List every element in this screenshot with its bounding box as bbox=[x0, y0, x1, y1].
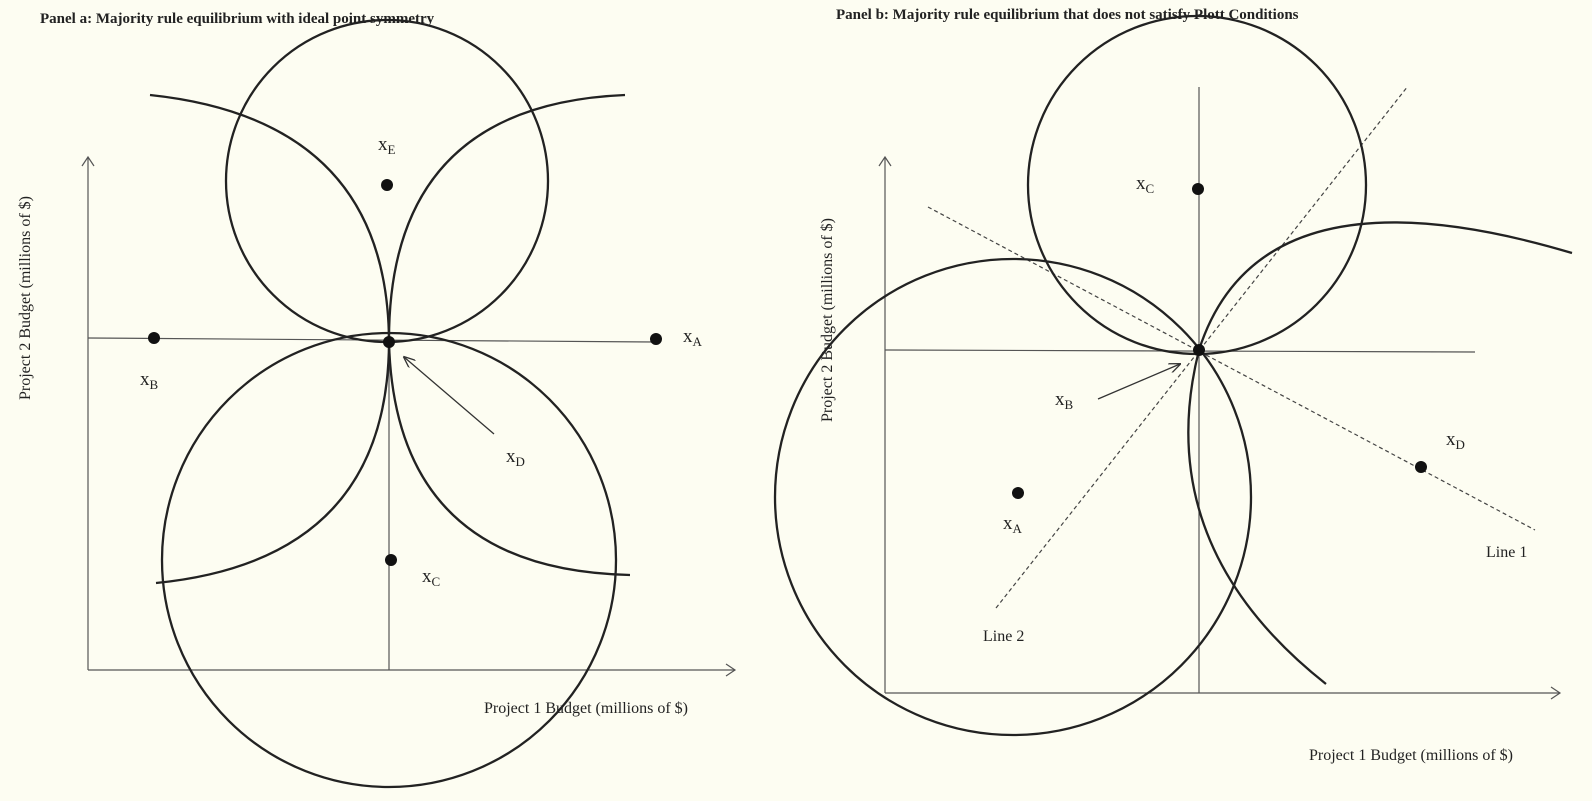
panel-b: Panel b: Majority rule equilibrium that … bbox=[773, 7, 1573, 764]
panel-a-y-axis-label: Project 2 Budget (millions of $) bbox=[17, 196, 34, 400]
panel-b-y-axis-arrow bbox=[878, 155, 892, 167]
panel-b-point-c bbox=[1192, 183, 1204, 195]
panel-b-title: Panel b: Majority rule equilibrium that … bbox=[836, 7, 1299, 23]
panel-a-title: Panel a: Majority rule equilibrium with … bbox=[40, 11, 435, 27]
panel-b-line-1-label: Line 1 bbox=[1486, 544, 1527, 561]
panel-a-point-e bbox=[381, 179, 393, 191]
panel-a-point-c bbox=[385, 554, 397, 566]
panel-b-x-axis-label: Project 1 Budget (millions of $) bbox=[1309, 747, 1513, 764]
panel-a-point-a bbox=[650, 333, 662, 345]
panel-a-x-axis-arrow bbox=[725, 663, 737, 677]
panel-b-label-a: xA bbox=[1003, 513, 1023, 536]
panel-b-x-axis-arrow bbox=[1550, 686, 1562, 700]
panel-b-label-d: xD bbox=[1446, 429, 1465, 452]
panel-b-y-axis-label: Project 2 Budget (millions of $) bbox=[819, 218, 836, 422]
panel-a-label-b: xB bbox=[140, 369, 159, 392]
panel-a-label-a: xA bbox=[683, 326, 703, 349]
panel-b-point-d bbox=[1415, 461, 1427, 473]
panel-a-label-c: xC bbox=[422, 566, 440, 589]
panel-a-horizontal-line bbox=[87, 337, 657, 343]
panel-b-line-2-label: Line 2 bbox=[983, 628, 1024, 645]
panel-a-point-d bbox=[383, 336, 395, 348]
panel-a-label-d: xD bbox=[506, 446, 525, 469]
panel-b-horizontal-line bbox=[884, 349, 1476, 353]
panel-a-arrow-d bbox=[404, 357, 495, 435]
panel-b-point-a bbox=[1012, 487, 1024, 499]
panel-b-circle-a bbox=[773, 257, 1253, 737]
panel-a-point-b bbox=[148, 332, 160, 344]
panel-a: Panel a: Majority rule equilibrium with … bbox=[17, 11, 737, 789]
panel-b-point-b bbox=[1193, 344, 1205, 356]
panel-b-label-c: xC bbox=[1136, 173, 1154, 196]
panel-a-y-axis-arrow bbox=[81, 155, 95, 167]
panel-b-line-1 bbox=[927, 206, 1536, 531]
panel-b-label-b: xB bbox=[1055, 389, 1074, 412]
panel-a-x-axis-label: Project 1 Budget (millions of $) bbox=[484, 700, 688, 717]
panel-b-arrow-b bbox=[1097, 364, 1180, 400]
panel-a-label-e: xE bbox=[378, 134, 396, 157]
